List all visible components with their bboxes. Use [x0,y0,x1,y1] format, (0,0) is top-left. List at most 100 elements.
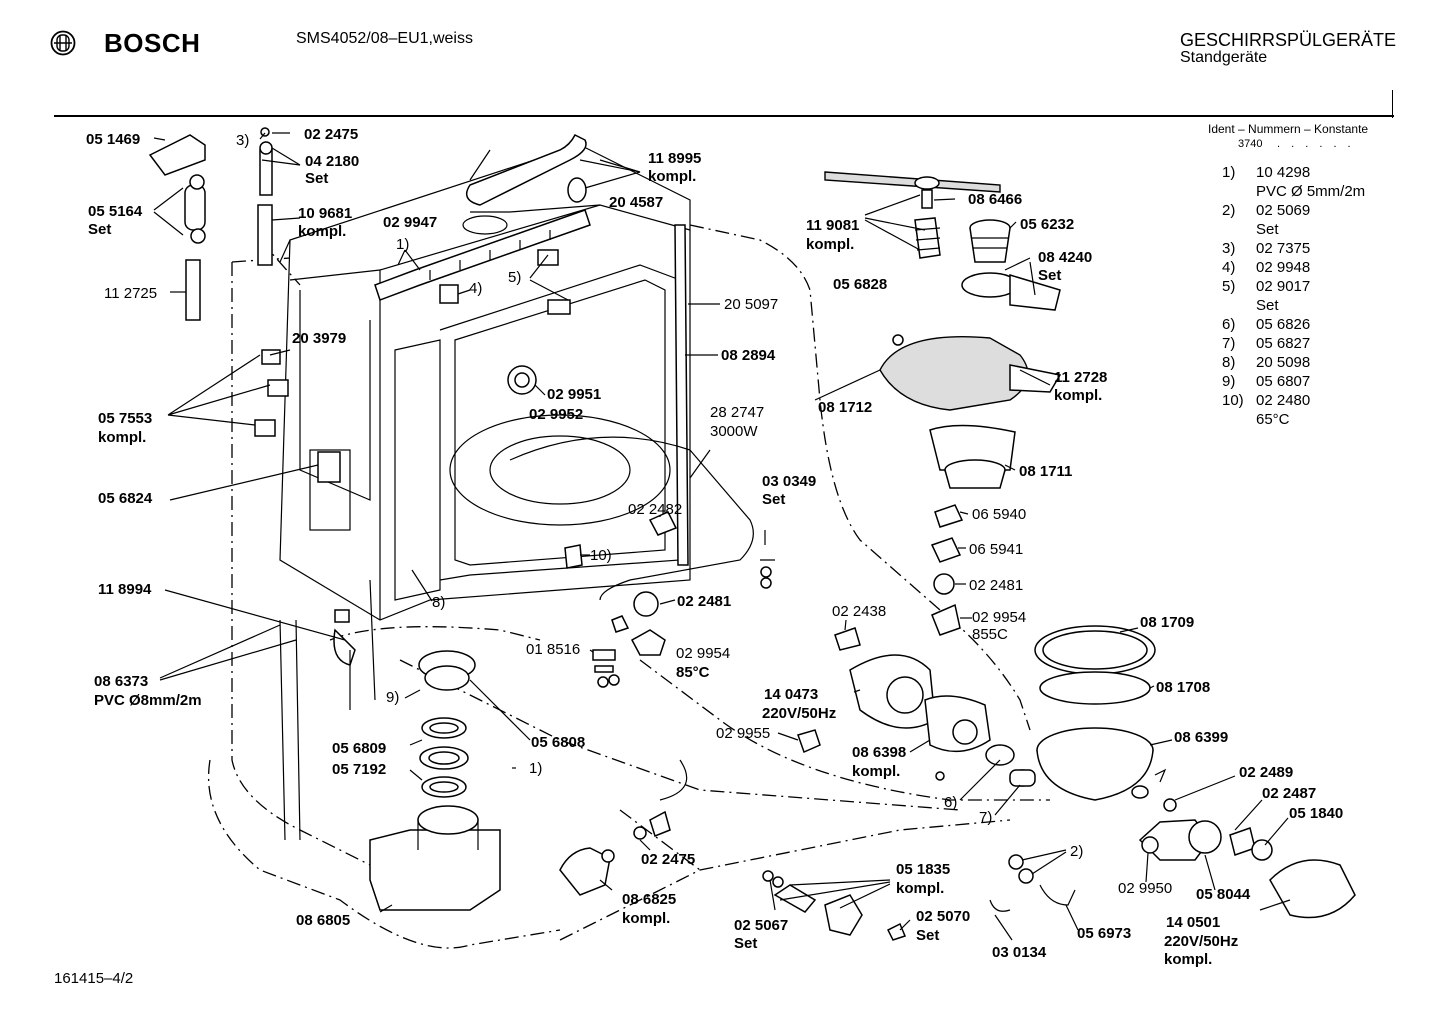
drawing-number: 161415–4/2 [54,970,134,987]
part-label: kompl. [298,223,346,240]
part-label: 05 6973 [1077,925,1131,942]
part-label: 05 8044 [1196,886,1251,903]
part-label: 02 9950 [1118,880,1172,897]
part-label: 08 6805 [296,912,350,929]
heater-element [509,436,754,601]
part-label: 08 1711 [1019,463,1072,480]
part-label: 02 2481 [677,593,731,610]
header-divider [54,115,1394,117]
part-label: 28 2747 [710,404,764,421]
part-label: kompl. [852,763,900,780]
part-label: 05 6232 [1020,216,1074,233]
part-label: 02 9951 [547,386,601,403]
top-spray-pipe [374,133,591,301]
part-label: 14 0473 [764,686,818,703]
part-label: 11 2728 [1054,369,1107,386]
part-label: 06 5940 [972,506,1026,523]
part-label: 855C [972,626,1008,643]
part-label: 14 0501 [1166,914,1220,931]
part-label: 05 1469 [86,131,140,148]
part-label: 02 5067 [734,917,788,934]
part-label: 08 1708 [1156,679,1210,696]
callout-label: 9) [386,689,399,706]
part-label: 11 9081 [806,217,859,234]
part-label: kompl. [648,168,696,185]
part-label: 20 5097 [724,296,778,313]
part-label: PVC Ø8mm/2m [94,692,202,709]
part-label: 02 9955 [716,725,770,742]
part-label: 08 6399 [1174,729,1228,746]
part-label: 08 6373 [94,673,148,690]
part-label: 05 6824 [98,490,153,507]
part-label: 08 6466 [968,191,1022,208]
part-label: 08 2894 [721,347,776,364]
bottom-middle-parts [559,511,907,941]
callout-label: 2) [1070,843,1083,860]
part-label: 05 7553 [98,410,152,427]
callout-label: 4) [469,280,482,297]
part-label: 05 5164 [88,203,143,220]
part-label: 220V/50Hz [762,705,836,722]
callout-label: 1) [396,236,409,253]
model-number: SMS4052/08–EU1,weiss [296,30,473,47]
part-label: 03 0349 [762,473,816,490]
part-label: kompl. [622,910,670,927]
part-label: 08 6825 [622,891,676,908]
part-label: 02 2438 [832,603,886,620]
part-label: kompl. [896,880,944,897]
leader-lines [153,132,1291,941]
part-label: 05 6828 [833,276,887,293]
part-label: Set [88,221,111,238]
part-label: 05 7192 [332,761,386,778]
left-parts [148,127,571,841]
callout-label: 7) [979,809,992,826]
callout-label: 1) [529,760,542,777]
right-top-parts [824,171,1062,651]
ident-dots: . . . . . . [1277,138,1355,150]
part-label: Set [916,927,939,944]
part-label: 10 9681 [298,205,352,222]
part-label: kompl. [98,429,146,446]
part-labels: 05 1469 3) 02 2475 04 2180 Set 05 5164 S… [86,126,1343,968]
ident-table-title: Ident – Nummern – Konstante [1208,122,1369,136]
part-label: 02 2475 [304,126,358,143]
part-label: Set [734,935,757,952]
part-label: 11 2725 [104,285,157,302]
sump-assembly [369,650,501,911]
part-label: kompl. [1164,951,1212,968]
part-label: 05 6809 [332,740,386,757]
part-label: 02 9947 [383,214,437,231]
part-label: 01 8516 [526,641,580,658]
part-label: 02 2475 [641,851,695,868]
callout-label: 3) [236,132,249,149]
part-label: 20 3979 [292,330,346,347]
part-label: 05 1840 [1289,805,1343,822]
part-label: 220V/50Hz [1164,933,1238,950]
part-label: 02 2481 [969,577,1023,594]
part-label: 85°C [676,664,710,681]
part-label: 03 0134 [992,944,1047,961]
part-label: 08 4240 [1038,249,1092,266]
part-label: 02 9954 [676,645,730,662]
part-label: 02 2489 [1239,764,1293,781]
part-label: 02 9954 [972,609,1026,626]
door-seal-strip [674,224,689,566]
bosch-logo-icon [50,30,76,56]
part-label: 08 1712 [818,399,872,416]
category-title: GESCHIRRSPÜLGERÄTE [1180,30,1397,50]
part-label: Set [1038,267,1061,284]
ident-code: 3740 [1238,138,1263,150]
part-label: 3000W [710,423,758,440]
part-label: 02 2482 [628,501,682,518]
brand-name: BOSCH [104,28,201,58]
part-label: 08 1709 [1140,614,1194,631]
callout-label: 10) [590,547,612,564]
part-label: Set [762,491,785,508]
right-bottom-parts [797,625,1356,919]
part-label: Set [305,170,328,187]
callout-label: 6) [944,794,957,811]
part-label: kompl. [1054,387,1102,404]
part-label: 20 4587 [609,194,663,211]
header-divider-vertical [1392,90,1393,118]
